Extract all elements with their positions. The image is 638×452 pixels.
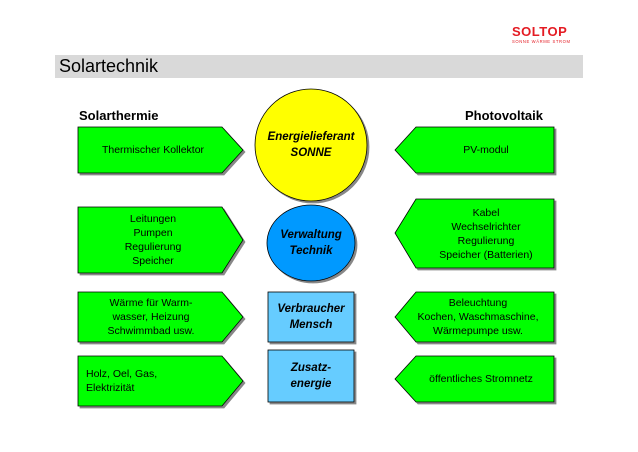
section-heading-right: Photovoltaik (465, 108, 544, 123)
thermal-item-label: Thermischer Kollektor (101, 144, 205, 156)
pv-item-label: Kabel Wechselrichter Regulierung Speiche… (439, 206, 533, 261)
section-heading-left: Solarthermie (79, 108, 159, 123)
management-circle (266, 204, 356, 282)
supplementary-label: Zusatz- energie (290, 362, 332, 390)
brand-name: SOLTOP (512, 24, 568, 39)
management-label: Verwaltung Technik (280, 229, 342, 257)
pv-item-label: Beleuchtung Kochen, Waschmaschine, Wärme… (417, 297, 539, 337)
pv-arrow-4 (394, 355, 555, 403)
pv-item-label: öffentliches Stromnetz (429, 373, 533, 385)
thermal-arrow-1 (77, 126, 244, 174)
supplementary-block (267, 349, 355, 403)
title-bar: Solartechnik (55, 55, 583, 78)
brand-tagline: SONNE WÄRME STROM (512, 39, 571, 44)
thermal-item-label: Holz, Oel, Gas, Elektrizität (86, 368, 158, 394)
thermal-arrow-3 (77, 291, 244, 343)
consumer-block (267, 291, 355, 343)
page-title: Solartechnik (59, 56, 159, 76)
pv-arrow-1 (394, 126, 555, 174)
pv-arrow-2 (394, 198, 555, 269)
sun-circle (254, 88, 368, 202)
soltop-logo: SOLTOP SONNE WÄRME STROM (512, 24, 592, 48)
thermal-arrow-2 (77, 206, 244, 274)
consumer-label: Verbraucher Mensch (277, 303, 345, 331)
thermal-item-label: Leitungen Pumpen Regulierung Speicher (124, 213, 182, 267)
pv-item-label: PV-modul (463, 144, 509, 156)
thermal-arrow-4 (77, 355, 244, 407)
pv-arrow-3 (394, 291, 555, 343)
thermal-item-label: Wärme für Warm- wasser, Heizung Schwimmb… (107, 297, 195, 337)
energy-source-label: Energielieferant SONNE (267, 131, 355, 159)
